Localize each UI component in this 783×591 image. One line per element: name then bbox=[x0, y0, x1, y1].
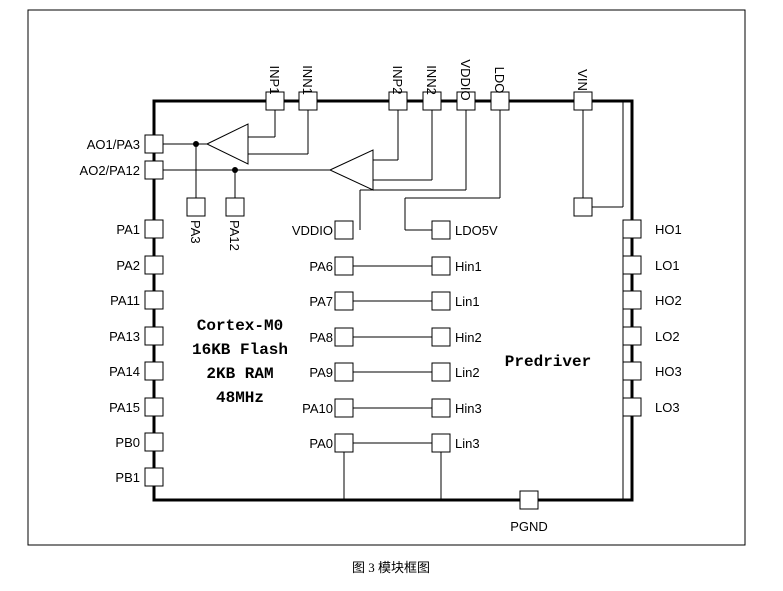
top-pin-label: INN2 bbox=[424, 65, 439, 95]
predriver-pin-box bbox=[431, 256, 451, 276]
top-pin-box bbox=[456, 91, 476, 111]
opamp-pin-label: PA12 bbox=[227, 220, 242, 251]
figure-caption: 图 3 模块框图 bbox=[352, 560, 430, 575]
right-pin-box bbox=[622, 219, 642, 239]
predriver-pin-box bbox=[431, 291, 451, 311]
left-pin-label: PA14 bbox=[109, 364, 140, 379]
mcu-pin-box bbox=[334, 327, 354, 347]
top-pin-label: INP2 bbox=[390, 66, 405, 95]
left-pin-label: PB0 bbox=[115, 435, 140, 450]
predriver-pin-label: Lin2 bbox=[455, 365, 480, 380]
predriver-pin-label: Hin1 bbox=[455, 259, 482, 274]
mcu-pin-label: PA10 bbox=[302, 401, 333, 416]
opamp-pin-box bbox=[186, 197, 206, 217]
predriver-pin-box bbox=[431, 398, 451, 418]
predriver-pin-label: Hin2 bbox=[455, 330, 482, 345]
top-pin-box bbox=[573, 91, 593, 111]
predriver-block-label: Predriver bbox=[505, 353, 591, 371]
left-pin-label: AO1/PA3 bbox=[87, 137, 140, 152]
predriver-pin-label: Hin3 bbox=[455, 401, 482, 416]
top-pin-box bbox=[388, 91, 408, 111]
left-pin-label: PA1 bbox=[116, 222, 140, 237]
opamp-2 bbox=[328, 149, 374, 191]
mcu-pin-box bbox=[334, 362, 354, 382]
top-pin-label: INN1 bbox=[300, 65, 315, 95]
left-pin-label: PB1 bbox=[115, 470, 140, 485]
top-pin-box bbox=[265, 91, 285, 111]
predriver-pin-box bbox=[431, 362, 451, 382]
right-pin-box bbox=[622, 361, 642, 381]
right-pin-box bbox=[622, 255, 642, 275]
right-pin-box bbox=[622, 290, 642, 310]
left-pin-label: PA13 bbox=[109, 329, 140, 344]
opamp-pin-label: PA3 bbox=[188, 220, 203, 244]
top-pin-box bbox=[422, 91, 442, 111]
left-pin-label: AO2/PA12 bbox=[80, 163, 140, 178]
left-pin-box bbox=[144, 219, 164, 239]
mcu-core-text: Cortex-M0 bbox=[197, 317, 283, 335]
mcu-pin-box bbox=[334, 291, 354, 311]
figure-frame bbox=[27, 9, 746, 546]
right-pin-label: LO1 bbox=[655, 258, 680, 273]
junction-dot bbox=[193, 141, 199, 147]
left-pin-label: PA2 bbox=[116, 258, 140, 273]
left-pin-box bbox=[144, 255, 164, 275]
left-pin-label: PA15 bbox=[109, 400, 140, 415]
mcu-pin-box bbox=[334, 220, 354, 240]
pins bbox=[144, 91, 642, 510]
top-pin-box bbox=[490, 91, 510, 111]
right-pin-label: LO3 bbox=[655, 400, 680, 415]
mcu-pin-label: PA9 bbox=[309, 365, 333, 380]
right-pin-label: HO2 bbox=[655, 293, 682, 308]
mcu-ram-text: 2KB RAM bbox=[206, 365, 273, 383]
left-pin-box bbox=[144, 160, 164, 180]
right-pin-box bbox=[622, 397, 642, 417]
predriver-pin-box bbox=[431, 220, 451, 240]
mcu-pin-box bbox=[334, 256, 354, 276]
bottom-pin-label: PGND bbox=[510, 519, 548, 534]
right-pin-label: HO3 bbox=[655, 364, 682, 379]
left-pin-box bbox=[144, 467, 164, 487]
mcu-pin-label: PA7 bbox=[309, 294, 333, 309]
top-pin-label: VIN bbox=[575, 69, 590, 91]
mcu-flash-text: 16KB Flash bbox=[192, 341, 288, 359]
left-pin-box bbox=[144, 134, 164, 154]
opamp-pin-box bbox=[225, 197, 245, 217]
left-pin-box bbox=[144, 290, 164, 310]
right-pin-label: LO2 bbox=[655, 329, 680, 344]
vin-internal-box bbox=[573, 197, 593, 217]
right-pin-box bbox=[622, 326, 642, 346]
predriver-pin-label: LDO5V bbox=[455, 223, 498, 238]
top-pin-box bbox=[298, 91, 318, 111]
mcu-pin-label: PA8 bbox=[309, 330, 333, 345]
left-pin-label: PA11 bbox=[110, 293, 140, 308]
mcu-pin-box bbox=[334, 398, 354, 418]
left-pin-box bbox=[144, 397, 164, 417]
top-pin-label: LDO bbox=[492, 67, 507, 94]
junction-dot bbox=[232, 167, 238, 173]
top-pin-label: VDDIO bbox=[458, 59, 473, 100]
top-pin-label: INP1 bbox=[267, 66, 282, 95]
right-pin-label: HO1 bbox=[655, 222, 682, 237]
mcu-pin-label: VDDIO bbox=[292, 223, 333, 238]
mcu-pin-label: PA6 bbox=[309, 259, 333, 274]
predriver-pin-box bbox=[431, 433, 451, 453]
predriver-pin-box bbox=[431, 327, 451, 347]
left-pin-box bbox=[144, 361, 164, 381]
predriver-pin-label: Lin1 bbox=[455, 294, 480, 309]
left-pin-box bbox=[144, 326, 164, 346]
predriver-pin-label: Lin3 bbox=[455, 436, 480, 451]
bottom-pin-box bbox=[519, 490, 539, 510]
mcu-pin-box bbox=[334, 433, 354, 453]
mcu-clock-text: 48MHz bbox=[216, 389, 264, 407]
mcu-pin-label: PA0 bbox=[309, 436, 333, 451]
left-pin-box bbox=[144, 432, 164, 452]
opamp-1 bbox=[205, 123, 249, 165]
internal-wires bbox=[163, 101, 624, 500]
